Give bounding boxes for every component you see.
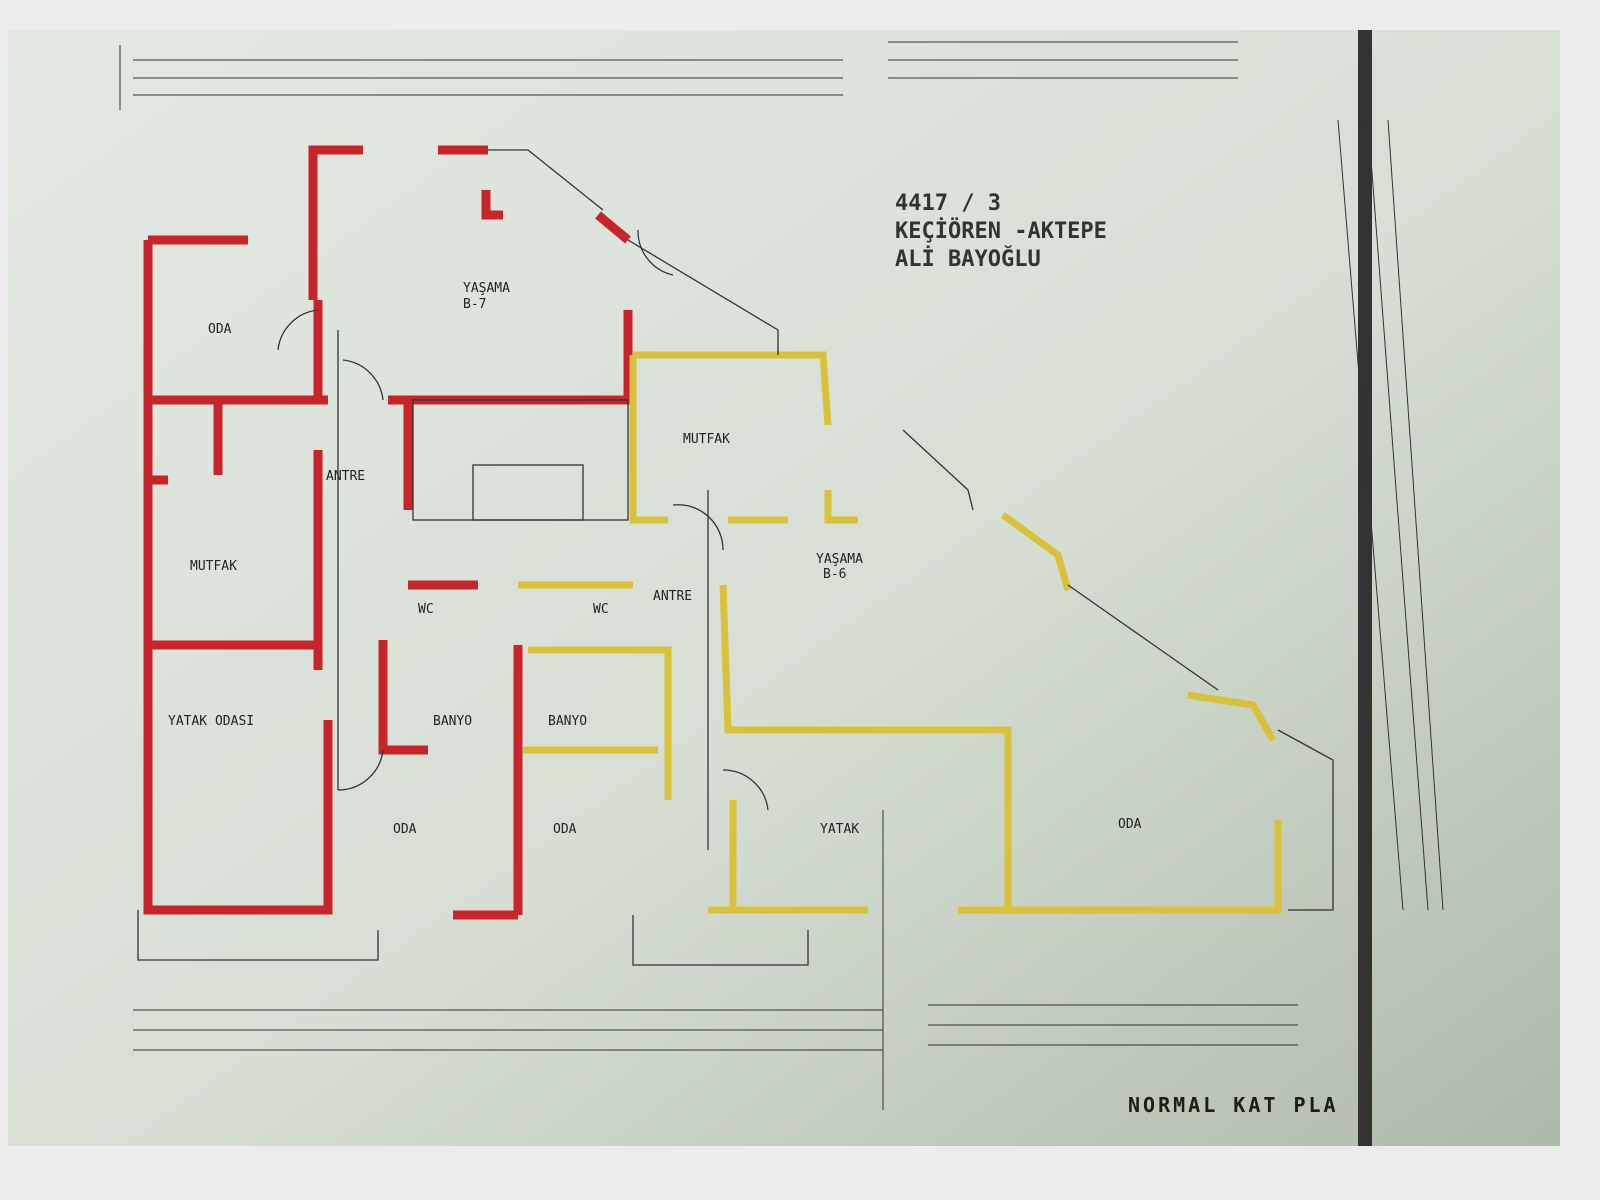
room-label: ODA: [208, 322, 232, 337]
room-label: WC: [593, 602, 609, 617]
location-name: KEÇİÖREN -AKTEPE: [895, 218, 1107, 244]
room-label: MUTFAK: [683, 432, 730, 447]
room-label: ODA: [393, 822, 417, 837]
floor-plan-drawing: 4417 / 3 KEÇİÖREN -AKTEPE ALİ BAYOĞLU NO…: [8, 30, 1560, 1146]
room-label: YAŞAMA: [463, 281, 510, 296]
room-label: YATAK ODASI: [168, 714, 254, 729]
room-labels: ODA YAŞAMA B-7 ANTRE MUTFAK MUTFAK YATAK…: [168, 281, 1142, 837]
room-tag: B-6: [823, 567, 846, 582]
room-label: BANYO: [548, 714, 587, 729]
room-label: ANTRE: [653, 589, 692, 604]
top-dimension-lines: [119, 41, 1238, 110]
paper-background: [8, 30, 1560, 1146]
floor-plan-photo: 4417 / 3 KEÇİÖREN -AKTEPE ALİ BAYOĞLU NO…: [8, 30, 1560, 1146]
room-label: ODA: [553, 822, 577, 837]
right-side-dimension-lines: [1337, 119, 1444, 911]
room-label: WC: [418, 602, 434, 617]
room-tag: B-7: [463, 297, 486, 312]
misc-plan-lines: [137, 149, 1334, 966]
room-label: ODA: [1118, 817, 1142, 832]
right-apartment-walls: [518, 351, 1282, 914]
room-label: BANYO: [433, 714, 472, 729]
paper-edge-border: [1358, 30, 1372, 1146]
plan-title: NORMAL KAT PLA: [1128, 1093, 1339, 1117]
room-label: MUTFAK: [190, 559, 237, 574]
owner-name: ALİ BAYOĞLU: [895, 246, 1041, 272]
room-label: YATAK: [820, 822, 859, 837]
room-label: ANTRE: [326, 469, 365, 484]
room-label: YAŞAMA: [816, 552, 863, 567]
parcel-number: 4417 / 3: [895, 191, 1001, 216]
title-block: 4417 / 3 KEÇİÖREN -AKTEPE ALİ BAYOĞLU: [895, 191, 1107, 272]
bottom-dimension-lines: [133, 810, 1298, 1110]
